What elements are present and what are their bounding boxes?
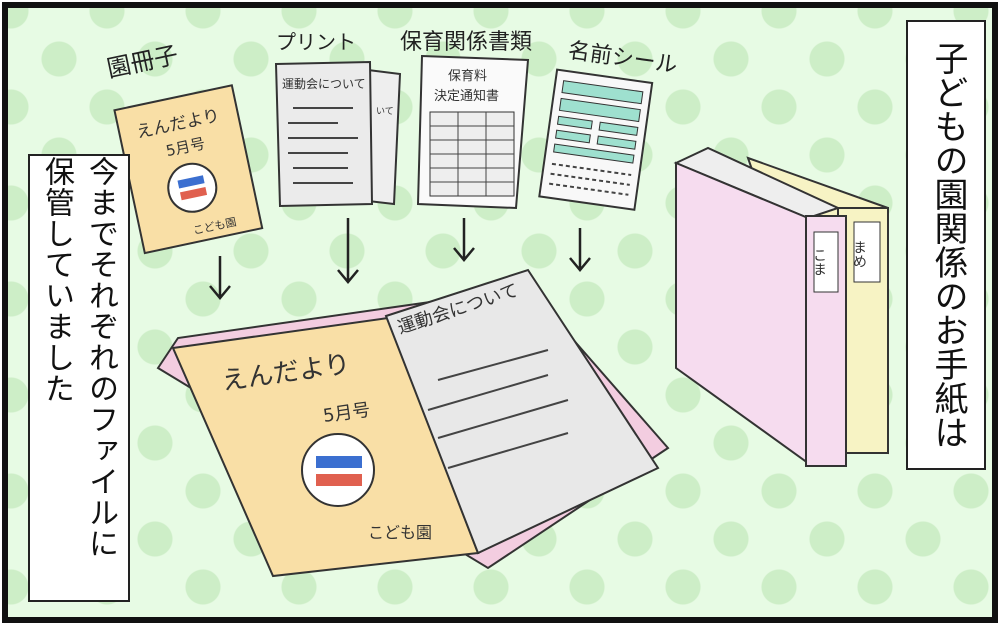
caption-right-text: 子どもの園関係のお手紙は [928,41,968,449]
open-file-illustration: えんだより 5月号 こども園 運動会について [156,268,670,578]
print-illustration: いて 運動会について [274,60,402,208]
documents-illustration: 保育料 決定通知書 [416,54,530,210]
print-back-text: いて [376,107,394,117]
label-print: プリント [276,30,356,54]
binder-label-left: こま [811,248,827,276]
illustration: えんだより 5月号 こども園 いて 運動会について 保育料 決定通知書 えんだよ… [113,54,889,578]
caption-left: 今までそれぞれのファイルに 保管していました [28,154,130,602]
label-documents: 保育関係書類 [400,30,533,55]
print-title: 運動会について [282,77,366,91]
booklet-illustration: えんだより 5月号 こども園 [113,84,264,255]
name-stickers-illustration [538,68,654,211]
documents-title-1: 保育料 [448,68,487,84]
file-booklet-school: こども園 [368,523,432,542]
caption-left-line1: 今までそれぞれのファイルに [83,156,118,559]
caption-left-line2: 保管していました [39,156,74,404]
binder-label-right: まめ [851,240,867,268]
arrow-icons [209,218,591,300]
caption-right: 子どもの園関係のお手紙は [906,20,986,470]
binders-illustration: まめ こま [673,146,889,467]
documents-title-2: 決定通知書 [434,88,499,104]
